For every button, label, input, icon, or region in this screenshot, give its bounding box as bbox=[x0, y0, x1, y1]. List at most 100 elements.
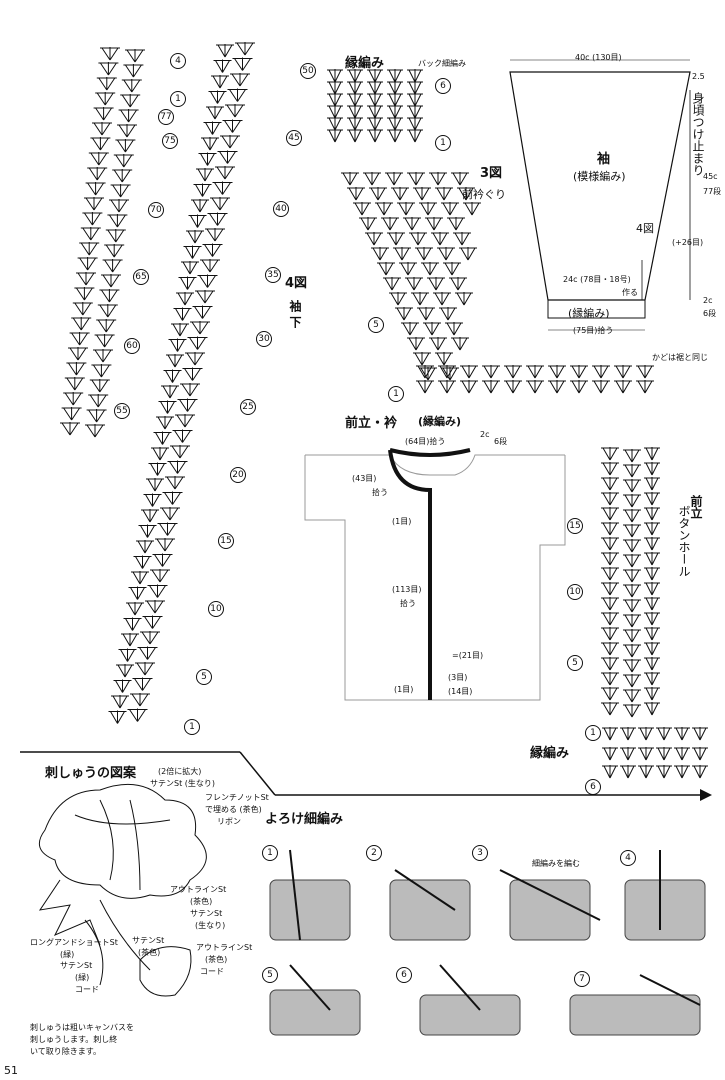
embroidery-title: 刺しゅうの図案 bbox=[45, 766, 137, 781]
sleeve-chart-subtitle: 袖 下 bbox=[288, 300, 302, 329]
left-row-marker: 77 bbox=[158, 104, 174, 125]
edging-row-marker: 6 bbox=[435, 73, 451, 94]
yoroke-step-number: 4 bbox=[620, 845, 636, 866]
embroidery-label: リボン bbox=[217, 817, 241, 826]
buttonhole-label: ボタンホール bbox=[677, 505, 691, 577]
sleeve-top-right: 2.5 bbox=[692, 72, 705, 81]
sleeve-chart-left bbox=[60, 47, 145, 438]
front-panel-schematic bbox=[304, 448, 566, 701]
neck-row-marker: 1 bbox=[388, 381, 404, 402]
front-top-right: 2c bbox=[480, 430, 490, 439]
yoroke-step-number: 2 bbox=[366, 840, 382, 861]
embroidery-label: (茶色) bbox=[190, 897, 213, 906]
yoroke-step3-note: 細編みを編む bbox=[532, 859, 580, 868]
edging-top-note: バック細編み bbox=[418, 59, 466, 68]
right-row-marker: 30 bbox=[256, 326, 272, 347]
band-row-marker: 1 bbox=[585, 720, 601, 741]
right-row-marker: 25 bbox=[240, 394, 256, 415]
right-row-number: 10 bbox=[208, 601, 224, 617]
embroidery-label: サテンSt bbox=[190, 909, 223, 918]
band-row-marker: 10 bbox=[567, 579, 583, 600]
right-row-number: 5 bbox=[196, 669, 212, 685]
sleeve-side-rows: 77段 bbox=[703, 187, 722, 196]
front-panel-title: 前立・衿 bbox=[345, 416, 398, 431]
corner-note: かどは裾と同じ bbox=[652, 353, 708, 362]
sleeve-edging: (縁編み) bbox=[568, 307, 610, 320]
left-row-number: 1 bbox=[170, 91, 186, 107]
front-pick2: 拾う bbox=[400, 599, 416, 608]
right-row-number: 25 bbox=[240, 399, 256, 415]
left-row-number: 70 bbox=[148, 202, 164, 218]
section-arrow bbox=[20, 751, 712, 801]
left-row-number: 55 bbox=[114, 403, 130, 419]
left-row-number: 77 bbox=[158, 109, 174, 125]
embroidery-label: (緑) bbox=[60, 950, 75, 959]
left-row-number: 65 bbox=[133, 269, 149, 285]
right-row-marker: 40 bbox=[273, 196, 289, 217]
neckline-fig-number: 3図 bbox=[480, 166, 503, 181]
sleeve-chart-right bbox=[108, 42, 255, 724]
front-pick: (113目) bbox=[392, 585, 422, 594]
band-edging-label: 縁編み bbox=[530, 746, 570, 761]
sleeve-top-width: 40c (130目) bbox=[575, 53, 622, 62]
sleeve-right-rows: 6段 bbox=[703, 309, 717, 318]
right-row-marker: 45 bbox=[286, 125, 302, 146]
embroidery-label: サテンSt bbox=[60, 961, 93, 970]
embroidery-label: コード bbox=[200, 967, 224, 976]
right-row-marker: 50 bbox=[300, 58, 316, 79]
embroidery-note-2: 刺しゅうします。刺し終 bbox=[30, 1035, 118, 1044]
front-neck-pick: (43目) bbox=[352, 474, 377, 483]
embroidery-scale: (2倍に拡大) bbox=[158, 767, 202, 776]
page-number: 51 bbox=[4, 1064, 18, 1077]
edging-chart-top bbox=[327, 69, 423, 143]
edging-top-title: 縁編み bbox=[345, 56, 385, 71]
sleeve-make: 作る bbox=[622, 288, 638, 297]
neckline-title: 前衿ぐり bbox=[462, 188, 506, 201]
front-panel-subtitle: (縁編み) bbox=[418, 415, 462, 428]
sleeve-chart-title: 4図 bbox=[285, 272, 307, 291]
yoroke-step-number: 6 bbox=[396, 962, 412, 983]
sleeve-stop-note: 身頃つけ止まり bbox=[691, 92, 705, 176]
sleeve-side-len: 45c bbox=[703, 172, 718, 181]
left-row-number: 75 bbox=[162, 133, 178, 149]
embroidery-label: サテンSt (生なり) bbox=[150, 779, 215, 788]
left-row-number: 60 bbox=[124, 338, 140, 354]
sleeve-subtitle: (模様編み) bbox=[573, 170, 626, 183]
edging-row-marker: 1 bbox=[435, 130, 451, 151]
left-row-marker: 70 bbox=[148, 197, 164, 218]
right-row-marker: 10 bbox=[208, 596, 224, 617]
yoroke-step-number: 1 bbox=[262, 840, 278, 861]
front-neck-pick2: 拾う bbox=[372, 488, 388, 497]
right-row-number: 40 bbox=[273, 201, 289, 217]
front-three: (3目) bbox=[448, 673, 468, 682]
sleeve-title: 袖 bbox=[597, 152, 611, 167]
front-bottom-one: (1目) bbox=[394, 685, 414, 694]
embroidery-label: (生なり) bbox=[195, 921, 226, 930]
yoroke-illustrations bbox=[269, 879, 706, 1036]
front-one-st: (1目) bbox=[392, 517, 412, 526]
band-row-marker: 15 bbox=[567, 513, 583, 534]
embroidery-label: (緑) bbox=[75, 973, 90, 982]
embroidery-label: サテンSt bbox=[132, 936, 165, 945]
right-row-number: 35 bbox=[265, 267, 281, 283]
left-row-marker: 60 bbox=[124, 333, 140, 354]
sleeve-fig-number: 4図 bbox=[285, 276, 308, 291]
front-band-chart bbox=[601, 447, 708, 779]
embroidery-label: アウトラインSt bbox=[196, 943, 253, 952]
embroidery-label: (茶色) bbox=[205, 955, 228, 964]
sleeve-bottom-width: 24c (78目・18号) bbox=[563, 275, 631, 284]
left-row-marker: 75 bbox=[162, 128, 178, 149]
band-title: 前立 bbox=[689, 495, 703, 519]
front-top-pick: (64目)拾う bbox=[405, 437, 446, 446]
right-row-marker: 1 bbox=[184, 714, 200, 735]
neckline-chart bbox=[341, 172, 654, 394]
right-row-number: 15 bbox=[218, 533, 234, 549]
yoroke-step-number: 3 bbox=[472, 840, 488, 861]
right-row-marker: 20 bbox=[230, 462, 246, 483]
sleeve-fig: 4図 bbox=[636, 222, 654, 235]
embroidery-label: コード bbox=[75, 985, 99, 994]
embroidery-drawing bbox=[38, 783, 207, 997]
left-row-number: 4 bbox=[170, 53, 186, 69]
yoroke-title: よろけ細編み bbox=[265, 812, 344, 827]
